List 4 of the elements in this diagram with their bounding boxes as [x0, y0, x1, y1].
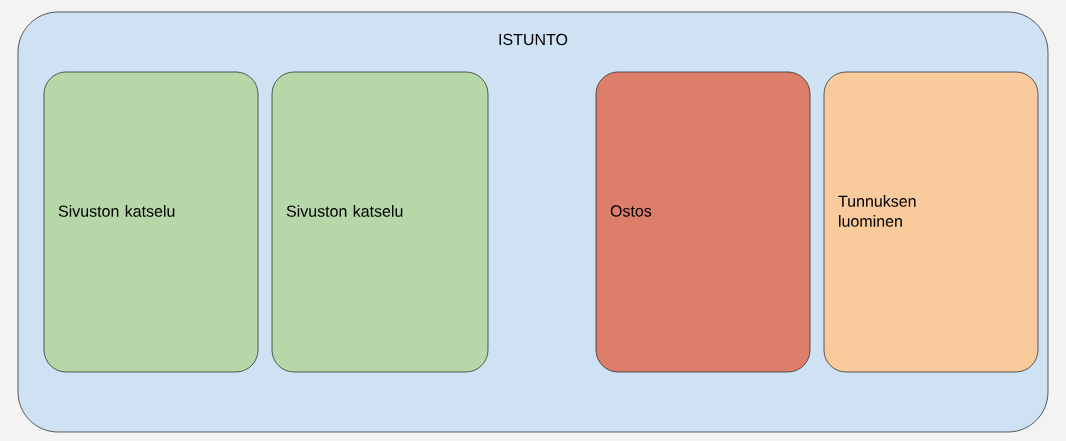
activity-box: Ostos	[595, 71, 811, 373]
activity-box: Sivuston katselu	[271, 71, 489, 373]
activity-box: Tunnuksen luominen	[823, 71, 1039, 373]
activity-box: Sivuston katselu	[43, 71, 259, 373]
